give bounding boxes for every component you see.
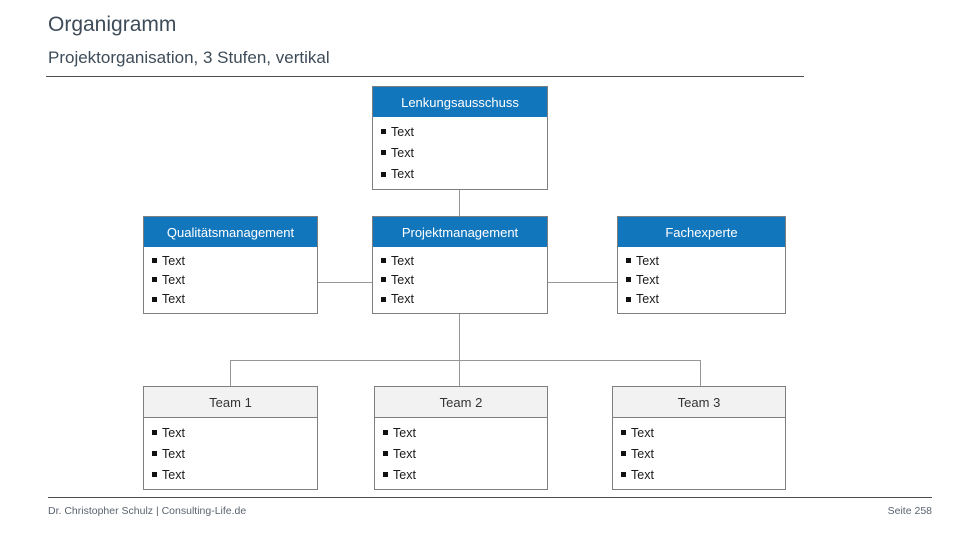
org-node-body: Text Text Text xyxy=(613,418,785,489)
bullet-text: Text xyxy=(391,167,414,182)
bullet-square-icon xyxy=(381,129,386,135)
bullet-item: Text xyxy=(381,146,541,160)
bullet-square-icon xyxy=(383,451,388,456)
bullet-text: Text xyxy=(636,253,659,268)
bullet-square-icon xyxy=(152,451,157,456)
bullet-text: Text xyxy=(391,145,414,160)
bullet-square-icon xyxy=(381,277,386,283)
org-node-header: Team 3 xyxy=(613,387,785,418)
connector-team3-drop xyxy=(700,360,701,386)
bullet-square-icon xyxy=(152,277,157,283)
bullet-text: Text xyxy=(162,467,185,482)
bullet-text: Text xyxy=(391,253,414,268)
bullet-square-icon xyxy=(626,296,631,302)
bullet-text: Text xyxy=(391,292,414,307)
bullet-text: Text xyxy=(636,292,659,307)
connector-right-horizontal xyxy=(548,282,617,283)
bullet-square-icon xyxy=(621,430,626,435)
bullet-square-icon xyxy=(152,258,157,264)
connector-team2-drop xyxy=(459,360,460,386)
connector-teams-horizontal xyxy=(230,360,700,361)
org-node-qualitaetsmanagement: Qualitätsmanagement Text Text Text xyxy=(143,216,318,314)
org-node-header: Projektmanagement xyxy=(373,217,547,247)
bullet-square-icon xyxy=(621,472,626,477)
bullet-square-icon xyxy=(383,430,388,435)
connector-middle-vertical xyxy=(459,314,460,360)
connector-left-horizontal xyxy=(318,282,372,283)
bullet-square-icon xyxy=(152,472,157,477)
bullet-square-icon xyxy=(152,430,157,435)
bullet-item: Text xyxy=(383,447,541,461)
bullet-item: Text xyxy=(381,273,541,287)
bullet-text: Text xyxy=(391,272,414,287)
org-node-header: Team 2 xyxy=(375,387,547,418)
connector-top-vertical xyxy=(459,190,460,216)
bullet-text: Text xyxy=(631,467,654,482)
org-node-team-1: Team 1 Text Text Text xyxy=(143,386,318,490)
bullet-item: Text xyxy=(152,254,311,268)
bullet-text: Text xyxy=(162,253,185,268)
bullet-item: Text xyxy=(621,447,779,461)
bullet-item: Text xyxy=(152,426,311,440)
org-node-team-3: Team 3 Text Text Text xyxy=(612,386,786,490)
title-divider xyxy=(46,76,804,77)
footer-page-number: Seite 258 xyxy=(887,505,932,517)
bullet-text: Text xyxy=(162,292,185,307)
bullet-item: Text xyxy=(621,426,779,440)
org-node-projektmanagement: Projektmanagement Text Text Text xyxy=(372,216,548,314)
org-node-fachexperte: Fachexperte Text Text Text xyxy=(617,216,786,314)
org-node-body: Text Text Text xyxy=(373,117,547,189)
connector-team1-drop xyxy=(230,360,231,386)
bullet-square-icon xyxy=(381,296,386,302)
bullet-item: Text xyxy=(381,254,541,268)
org-node-body: Text Text Text xyxy=(373,247,547,313)
footer-divider xyxy=(48,497,932,498)
footer-author: Dr. Christopher Schulz | Consulting-Life… xyxy=(48,505,247,517)
bullet-item: Text xyxy=(381,167,541,181)
bullet-square-icon xyxy=(381,150,386,156)
org-node-body: Text Text Text xyxy=(144,247,317,313)
bullet-item: Text xyxy=(152,273,311,287)
org-node-body: Text Text Text xyxy=(144,418,317,489)
bullet-item: Text xyxy=(383,468,541,482)
bullet-square-icon xyxy=(381,258,386,264)
org-node-body: Text Text Text xyxy=(375,418,547,489)
bullet-text: Text xyxy=(162,446,185,461)
bullet-item: Text xyxy=(152,447,311,461)
bullet-text: Text xyxy=(393,425,416,440)
org-node-header: Qualitätsmanagement xyxy=(144,217,317,247)
bullet-item: Text xyxy=(152,292,311,306)
bullet-item: Text xyxy=(621,468,779,482)
bullet-text: Text xyxy=(162,272,185,287)
bullet-item: Text xyxy=(626,292,779,306)
bullet-item: Text xyxy=(626,273,779,287)
bullet-text: Text xyxy=(162,425,185,440)
bullet-text: Text xyxy=(631,446,654,461)
bullet-square-icon xyxy=(152,296,157,302)
bullet-item: Text xyxy=(381,125,541,139)
org-node-team-2: Team 2 Text Text Text xyxy=(374,386,548,490)
bullet-text: Text xyxy=(393,467,416,482)
bullet-text: Text xyxy=(391,124,414,139)
bullet-text: Text xyxy=(631,425,654,440)
org-node-body: Text Text Text xyxy=(618,247,785,313)
bullet-item: Text xyxy=(626,254,779,268)
org-node-header: Lenkungsausschuss xyxy=(373,87,547,117)
bullet-square-icon xyxy=(621,451,626,456)
bullet-item: Text xyxy=(381,292,541,306)
bullet-square-icon xyxy=(626,258,631,264)
org-node-lenkungsausschuss: Lenkungsausschuss Text Text Text xyxy=(372,86,548,190)
bullet-square-icon xyxy=(381,171,386,177)
bullet-item: Text xyxy=(383,426,541,440)
page-subtitle: Projektorganisation, 3 Stufen, vertikal xyxy=(48,48,330,67)
page-title: Organigramm xyxy=(48,13,177,36)
org-node-header: Team 1 xyxy=(144,387,317,418)
bullet-text: Text xyxy=(393,446,416,461)
org-node-header: Fachexperte xyxy=(618,217,785,247)
bullet-text: Text xyxy=(636,272,659,287)
bullet-square-icon xyxy=(383,472,388,477)
bullet-square-icon xyxy=(626,277,631,283)
bullet-item: Text xyxy=(152,468,311,482)
